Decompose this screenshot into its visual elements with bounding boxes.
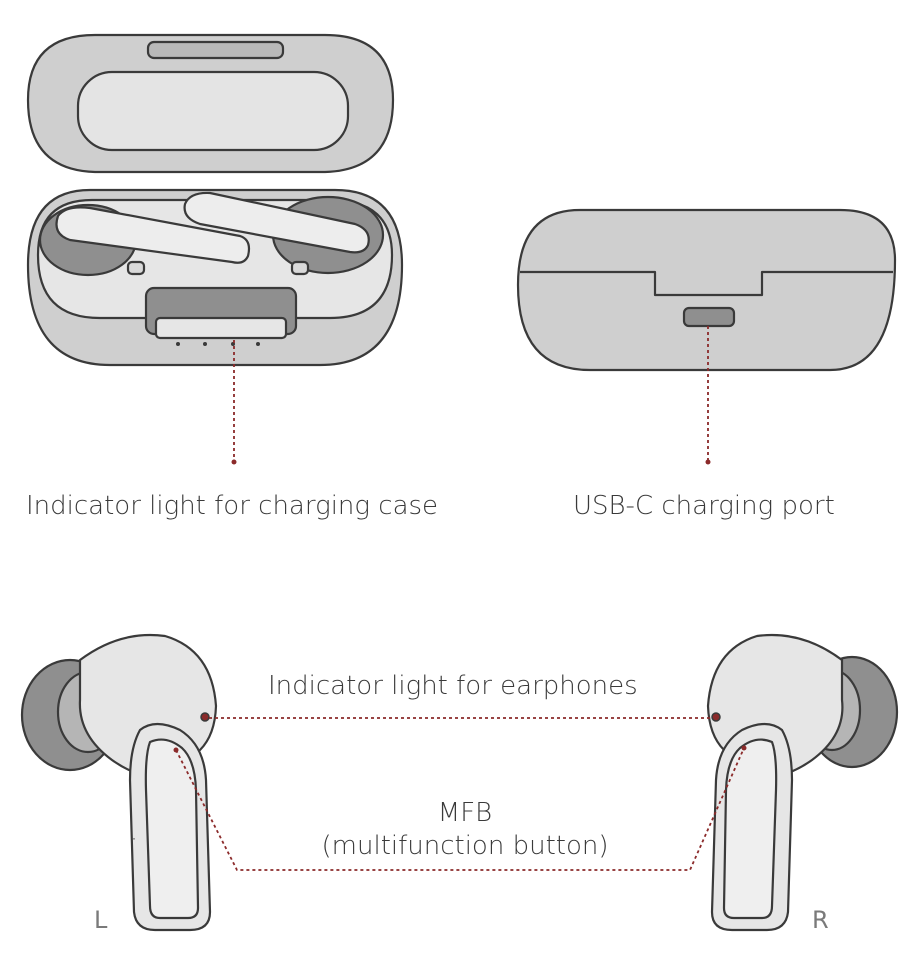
right-earbud-icon: [706, 633, 899, 932]
closed-charging-case-icon: [516, 208, 897, 372]
right-side-label: R: [812, 906, 829, 934]
left-earbud-icon: [20, 633, 218, 932]
mfb-subtitle: (multifunction button): [321, 831, 609, 861]
mfb-label: MFB (multifunction button): [300, 797, 630, 863]
left-earbud-tick: ·: [132, 831, 136, 845]
mfb-callout: [175, 747, 745, 871]
case-indicator-label: Indicator light for charging case: [26, 491, 439, 521]
earphone-indicator-label: Indicator light for earphones: [268, 671, 638, 701]
mfb-title: MFB: [437, 798, 493, 828]
usb-c-callout: [705, 326, 711, 465]
case-indicator-callout: [231, 340, 237, 465]
open-charging-case-icon: [26, 33, 404, 367]
usb-c-port-label: USB-C charging port: [573, 491, 835, 521]
mfb-right-point: [741, 745, 747, 751]
mfb-left-point: [173, 747, 179, 753]
left-side-label: L: [94, 906, 108, 934]
